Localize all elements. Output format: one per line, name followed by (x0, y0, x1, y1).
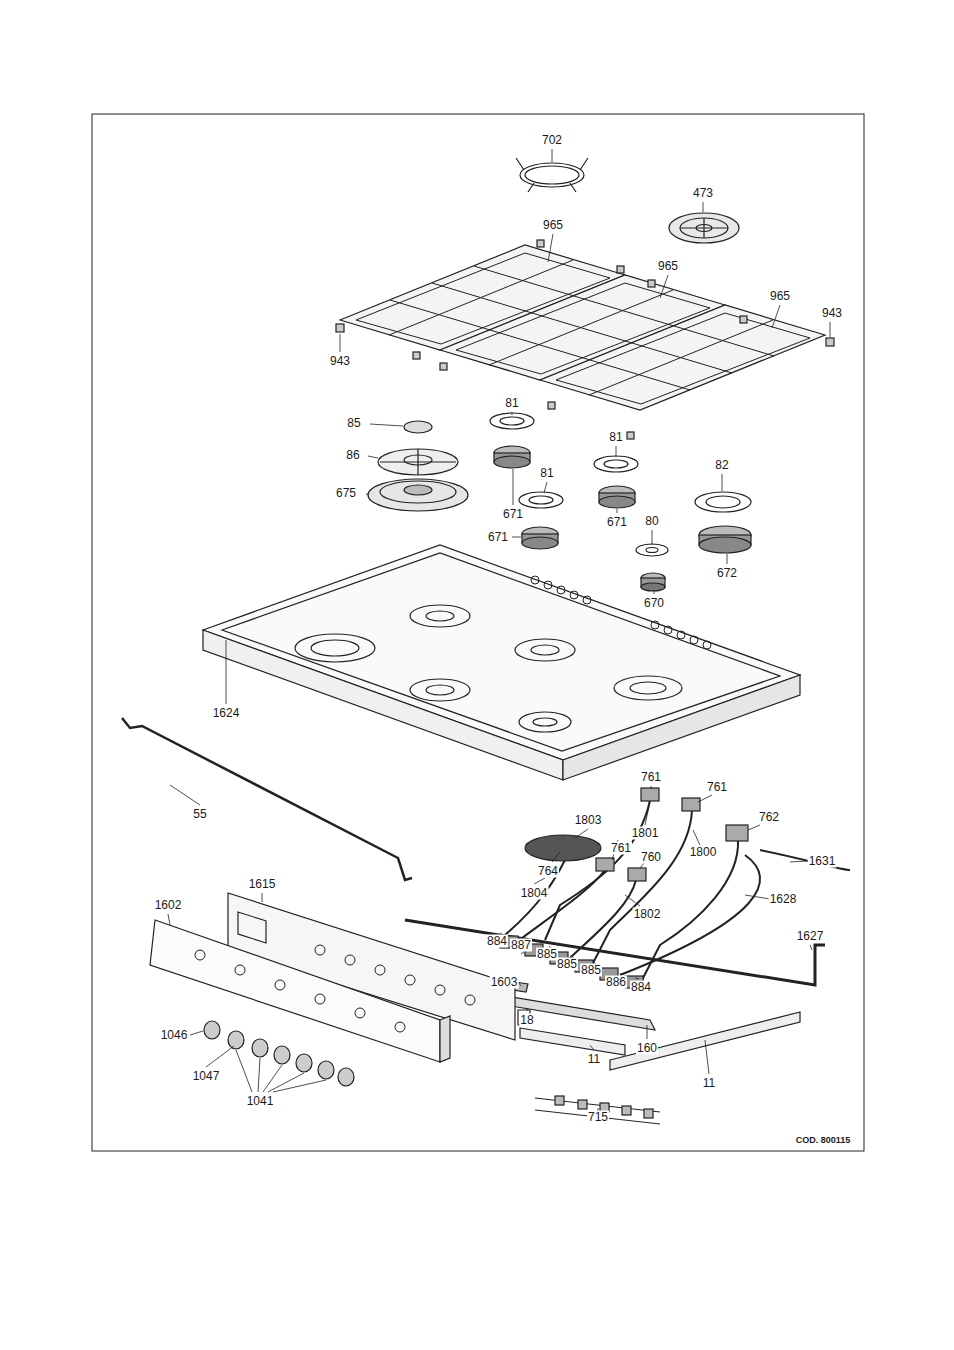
callout-number: 675 (335, 487, 357, 500)
callout-number: 885 (580, 964, 602, 977)
callout-number: 943 (329, 355, 351, 368)
callout-number: 761 (610, 842, 632, 855)
callout-number: 884 (486, 935, 508, 948)
callout-number: 1803 (574, 814, 603, 827)
callout-number: 885 (556, 958, 578, 971)
callout-number: 1804 (520, 887, 549, 900)
callout-number: 715 (587, 1111, 609, 1124)
callout-number: 86 (345, 449, 360, 462)
callout-number: 760 (640, 851, 662, 864)
callout-number: 761 (706, 781, 728, 794)
callout-number: 702 (541, 134, 563, 147)
callout-number: 670 (643, 597, 665, 610)
callout-number: 80 (644, 515, 659, 528)
callout-number: COD. 800115 (795, 1134, 852, 1147)
callout-number: 965 (542, 219, 564, 232)
callout-number: 1624 (212, 707, 241, 720)
callout-number: 965 (769, 290, 791, 303)
callout-number: 1603 (490, 976, 519, 989)
callout-number: 885 (536, 948, 558, 961)
callout-number: 81 (539, 467, 554, 480)
callout-number: 18 (519, 1014, 534, 1027)
callout-number: 887 (510, 939, 532, 952)
callout-number: 884 (630, 981, 652, 994)
callout-number: 1047 (192, 1070, 221, 1083)
callout-number: 762 (758, 811, 780, 824)
callout-number: 11 (587, 1053, 601, 1066)
callout-number: 965 (657, 260, 679, 273)
callout-number: 160 (636, 1042, 658, 1055)
callout-number: 85 (346, 417, 361, 430)
callout-number: 671 (487, 531, 509, 544)
callout-number: 82 (714, 459, 729, 472)
callout-number: 1615 (248, 878, 277, 891)
callout-number: 81 (504, 397, 519, 410)
callout-number: 1628 (769, 893, 798, 906)
callout-number: 11 (702, 1077, 716, 1090)
callout-number: 671 (606, 516, 628, 529)
callout-number: 761 (640, 771, 662, 784)
callout-number: 1041 (246, 1095, 275, 1108)
callout-number: 1631 (808, 855, 837, 868)
callout-number: 81 (608, 431, 623, 444)
callout-number: 473 (692, 187, 714, 200)
callout-number: 764 (537, 865, 559, 878)
callout-number: 943 (821, 307, 843, 320)
callout-number: 1046 (160, 1029, 189, 1042)
callout-number: 672 (716, 567, 738, 580)
callout-number: 671 (502, 508, 524, 521)
callout-number: 1802 (633, 908, 662, 921)
callout-number: 1627 (796, 930, 825, 943)
callout-number: 886 (605, 976, 627, 989)
callout-number: 1801 (631, 827, 660, 840)
callout-number: 1602 (154, 899, 183, 912)
callout-number: 1800 (689, 846, 718, 859)
callout-number: 55 (192, 808, 207, 821)
